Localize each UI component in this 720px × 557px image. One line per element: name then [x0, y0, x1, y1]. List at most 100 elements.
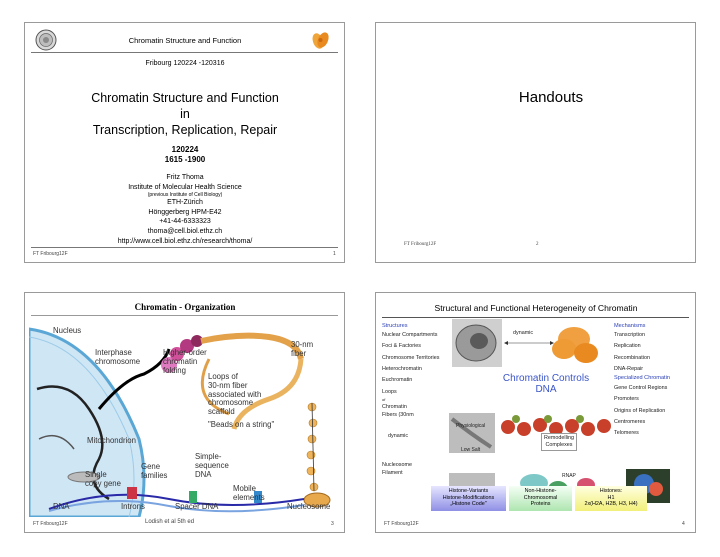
mechanism-item: DNA-Repair: [614, 365, 644, 372]
title-line-3: Transcription, Replication, Repair: [92, 123, 278, 137]
chromatin-organization-diagram: [29, 327, 331, 517]
mechanisms-heading: Mechanisms: [614, 323, 646, 329]
rnap-label: RNAP: [562, 473, 576, 479]
course-time: 1615 -1900: [164, 155, 206, 164]
box-line: Histones:: [599, 488, 623, 494]
footer-label: FT Fribourg12F: [33, 251, 68, 257]
slide-header: Chromatin Structure and Function: [128, 36, 242, 45]
slide-3[interactable]: Chromatin - Organization: [24, 292, 345, 533]
label-loops: Loops of 30-nm fiber associated with chr…: [208, 372, 262, 417]
slide-title: Chromatin - Organization: [134, 302, 236, 312]
title-line-2: in: [180, 107, 190, 121]
label-nucleus: Nucleus: [53, 326, 82, 335]
organization: ETH-Zürich: [167, 199, 203, 207]
structure-item: Heterochromatin: [382, 365, 422, 372]
author-name: Fritz Thoma: [166, 174, 204, 181]
remodelling-complexes-label: Remodelling Complexes: [541, 433, 577, 451]
histones-box: Histones: H1 2x(H2A, H2B, H3, H4): [575, 486, 647, 511]
page-number: 4: [682, 521, 685, 527]
label-higher-order: Higher-order chromatin folding: [163, 348, 207, 375]
specialized-item: Centromeres: [614, 418, 646, 425]
label-line: Mobile: [233, 484, 256, 493]
label-nucleosome: Nucleosome: [287, 502, 331, 511]
chromatin-fibers-label: Chromatin Fibers (30nm: [382, 403, 414, 419]
slide-4[interactable]: Structural and Functional Heterogeneity …: [375, 292, 696, 533]
loops-label: Loops: [382, 389, 397, 395]
slide-title: Handouts: [518, 89, 584, 106]
label-line: Simple-: [195, 452, 222, 461]
label-line: sequence: [195, 460, 229, 470]
specialized-item: Origins of Replication: [614, 407, 666, 414]
label-mitochondrion: Mitochondrion: [87, 436, 136, 445]
of-label: of: [382, 397, 386, 402]
dynamic-left-label: dynamic: [388, 433, 409, 439]
label-line: chromosome: [95, 356, 141, 366]
title-line-1: Chromatin Structure and Function: [91, 91, 279, 105]
box-line: Chromosomal: [523, 494, 558, 501]
label-line: associated with: [208, 389, 262, 399]
label-spacer-dna: Spacer DNA: [175, 502, 219, 511]
slide-subheader: Fribourg 120224 -120316: [145, 60, 225, 67]
chromatin-controls-dna: Chromatin Controls DNA: [494, 373, 598, 395]
label-line: scaffold: [208, 407, 235, 417]
label-line: 30-nm fiber: [208, 380, 248, 390]
label-line: families: [141, 470, 168, 480]
address: Hönggerberg HPM-E42: [148, 208, 222, 216]
previous-institute: (previous Institute of Cell Biology): [147, 192, 223, 199]
label-introns: Introns: [121, 502, 145, 511]
label-line: folding: [163, 365, 186, 375]
label-line: Gene: [141, 462, 161, 471]
label-gene-families: Gene families: [141, 462, 168, 481]
slide-title: Chromatin Structure and Function in Tran…: [35, 90, 335, 138]
university-seal-logo: [35, 29, 57, 51]
mechanism-item: Transcription: [614, 332, 645, 338]
box-line: Histone-Variants: [448, 488, 489, 494]
page-number: 3: [331, 521, 334, 527]
dynamic-top-label: dynamic: [513, 330, 534, 336]
label-line: 30-nm: [291, 340, 314, 349]
mechanisms-list: Transcription Replication Recombination …: [614, 330, 650, 375]
label-line: copy gene: [85, 478, 121, 488]
header-divider: [31, 315, 338, 316]
slide-2[interactable]: Handouts FT Fribourg12F 2: [375, 22, 696, 263]
label-line: DNA: [535, 384, 557, 395]
structure-item: Foci & Factories: [382, 343, 421, 350]
label-line: Loops of: [208, 372, 238, 381]
label-beads-on-string: "Beads on a string": [208, 420, 275, 429]
phone: +41-44-6333323: [159, 218, 211, 226]
label-mobile-elements: Mobile elements: [233, 484, 265, 503]
slide-1[interactable]: Chromatin Structure and Function Fribour…: [24, 22, 345, 263]
label-single-copy-gene: Single copy gene: [85, 470, 121, 489]
footer-label: FT Fribourg12F: [384, 521, 419, 527]
label-line: Higher-order: [163, 348, 207, 357]
specialized-item: Telomeres: [614, 430, 639, 437]
label-line: Interphase: [95, 348, 132, 357]
chromosome-image: [312, 32, 329, 49]
box-line: Non-Histone-: [524, 488, 557, 494]
label-line: Chromatin Controls: [502, 373, 590, 384]
label-line: Filament: [382, 470, 403, 476]
non-histone-proteins-box: Non-Histone- Chromosomal Proteins: [509, 486, 572, 511]
citation: Lodish et al 5th ed: [145, 519, 195, 525]
structures-list: Nuclear Compartments Foci & Factories Ch…: [382, 330, 439, 386]
label-interphase-chromosome: Interphase chromosome: [95, 348, 141, 367]
structure-item: Euchromatin: [382, 377, 413, 384]
email: thoma@cell.biol.ethz.ch: [147, 227, 223, 235]
specialized-chromatin-heading: Specialized Chromatin: [614, 375, 670, 381]
label-line: Remodelling: [544, 435, 574, 441]
label-line: elements: [233, 492, 265, 502]
label-line: Nucleosome: [382, 462, 412, 468]
label-line: DNA: [195, 469, 212, 479]
institute: Institute of Molecular Health Science: [128, 183, 242, 191]
low-salt-label: Low Salt: [461, 447, 481, 453]
structures-heading: Structures: [382, 323, 408, 329]
footer-divider: [31, 247, 338, 248]
header-divider: [31, 52, 338, 53]
label-line: fiber: [291, 348, 307, 358]
histone-variants-box: Histone-Variants Histone-Modifications „…: [431, 486, 506, 511]
course-number: 120224: [171, 145, 199, 154]
label-line: chromosome: [208, 398, 254, 408]
author-info: Fritz Thoma Institute of Molecular Healt…: [55, 173, 315, 246]
footer-label: FT Fribourg12F: [404, 242, 437, 247]
specialized-list: Gene Control Regions Promoters Origins o…: [614, 383, 667, 439]
